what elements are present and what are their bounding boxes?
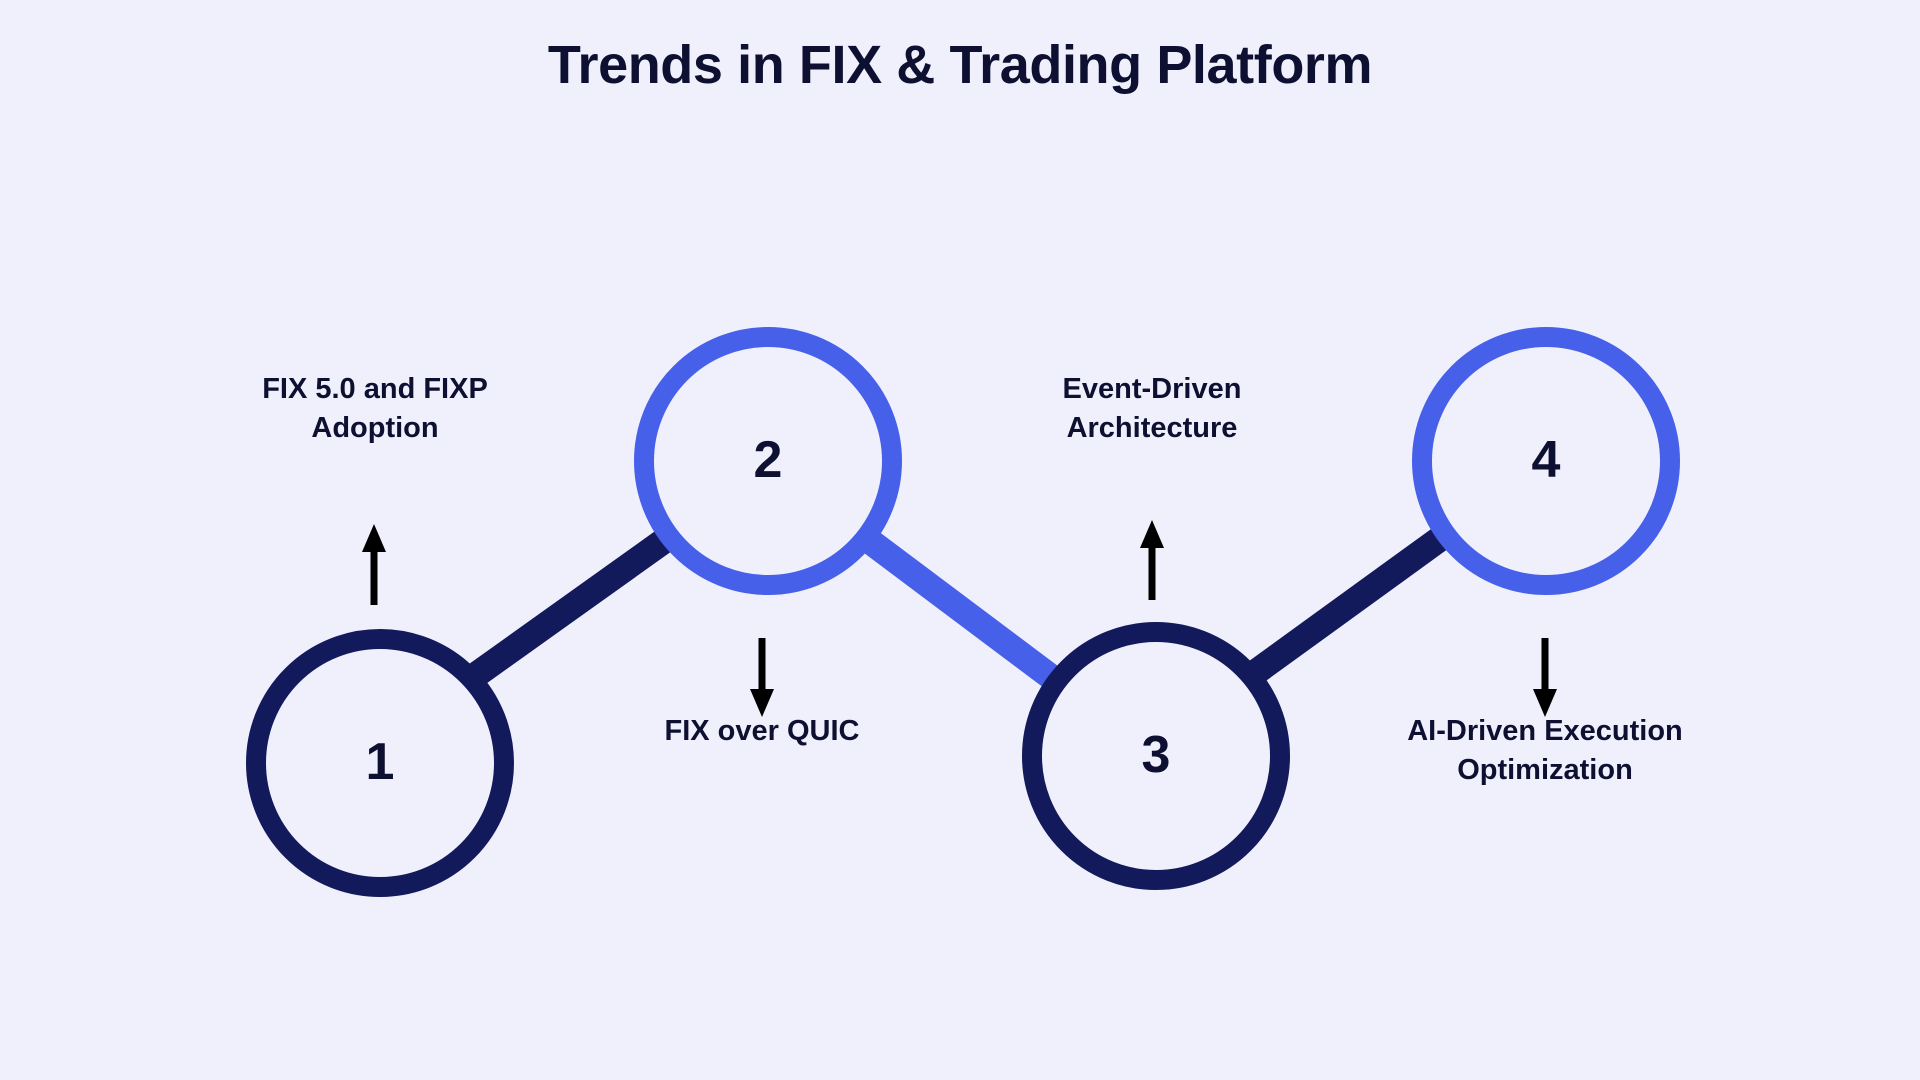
node-3-number: 3: [1141, 726, 1171, 784]
arrow-up-node-1: [362, 524, 386, 605]
label-node-4-line-2: Optimization: [1457, 754, 1633, 787]
node-2-number: 2: [753, 431, 783, 489]
connector-3-4: [1237, 524, 1453, 691]
label-node-4: AI-Driven Execution Optimization: [1330, 712, 1760, 790]
node-4[interactable]: 4: [1412, 327, 1680, 595]
node-1[interactable]: 1: [246, 629, 514, 897]
label-node-1-line-1: FIX 5.0 and FIXP: [262, 373, 488, 405]
node-4-number: 4: [1531, 431, 1561, 489]
node-3[interactable]: 3: [1022, 622, 1290, 890]
label-node-3-line-1: Event-Driven: [1062, 373, 1242, 405]
label-node-1: FIX 5.0 and FIXP Adoption: [190, 370, 560, 448]
label-node-2-line-1: FIX over QUIC: [664, 715, 860, 747]
page-title: Trends in FIX & Trading Platform: [547, 35, 1373, 95]
node-2[interactable]: 2: [634, 327, 902, 595]
connector-2-3: [847, 519, 1063, 691]
arrow-up-node-3: [1140, 520, 1164, 600]
label-node-4-line-1: AI-Driven Execution: [1407, 715, 1683, 747]
label-node-2: FIX over QUIC: [592, 712, 932, 751]
label-node-3-line-2: Architecture: [1066, 412, 1238, 445]
connector-1-2: [447, 529, 673, 701]
arrow-down-node-2: [750, 638, 774, 717]
arrow-down-node-4: [1533, 638, 1557, 717]
label-node-3: Event-Driven Architecture: [982, 370, 1322, 448]
label-node-1-line-2: Adoption: [311, 412, 439, 445]
node-1-number: 1: [365, 733, 395, 791]
